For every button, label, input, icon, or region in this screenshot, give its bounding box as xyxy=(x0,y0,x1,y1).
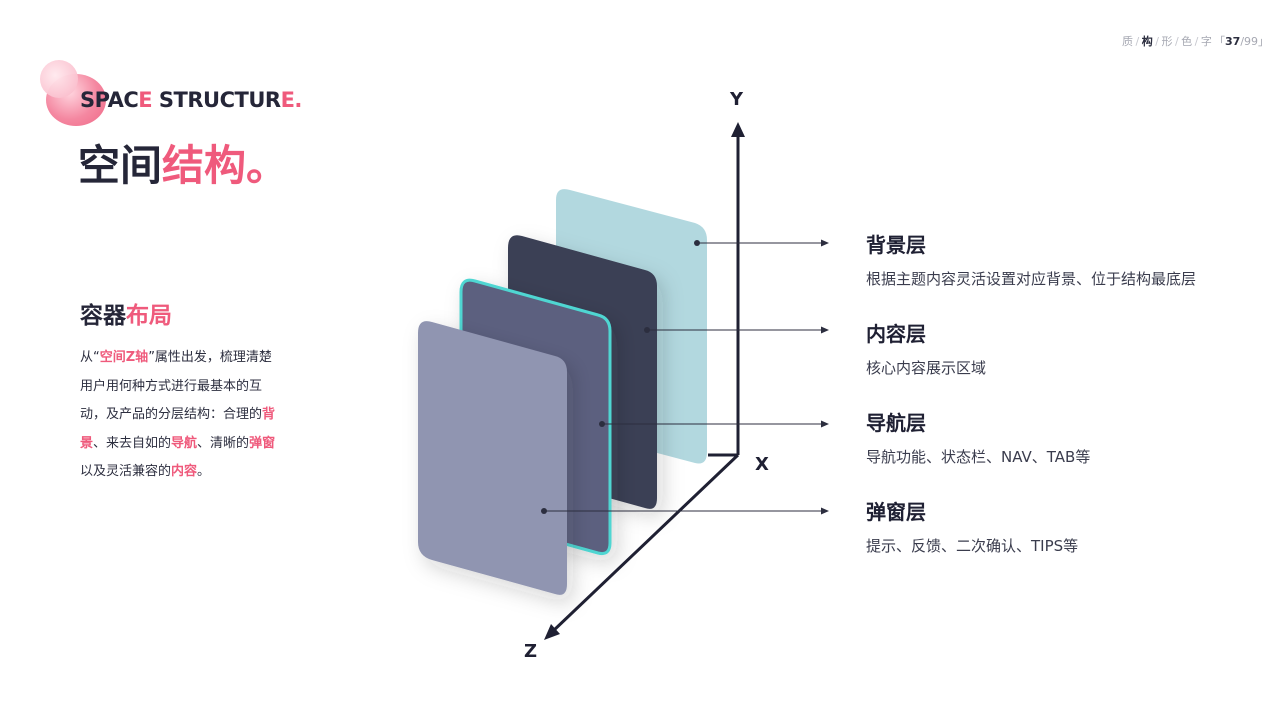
layer-title: 导航层 xyxy=(866,411,926,435)
nav-item-shape[interactable]: 形 xyxy=(1161,35,1173,48)
page-indicator: 「37/99」 xyxy=(1214,33,1269,49)
leader-background-dot xyxy=(694,240,700,246)
z-axis-arrow xyxy=(544,624,560,640)
layer-title: 弹窗层 xyxy=(866,500,926,524)
english-title: SPACE STRUCTURE. xyxy=(80,88,302,112)
highlight-keyword: 导航 xyxy=(171,435,198,451)
page-sep: / xyxy=(1240,35,1245,48)
description-text: 、来去自如的 xyxy=(93,435,172,451)
layer-description: 导航功能、状态栏、NAV、TAB等 xyxy=(866,448,1091,466)
z-axis xyxy=(550,453,740,634)
layer-popup-card xyxy=(418,321,567,595)
decorative-circle-small xyxy=(40,60,78,98)
page-current: 37 xyxy=(1225,35,1241,48)
axes xyxy=(544,122,745,640)
leader-content-dot xyxy=(644,327,650,333)
description-text: ”属性出发，梳理清楚用户用何种方式进行最基本的互动，及产品的分层结构：合理的 xyxy=(80,350,272,422)
leader-background-arrow xyxy=(821,239,829,247)
leader-popup-arrow xyxy=(821,507,829,515)
layer-label-background: 背景层 根据主题内容灵活设置对应背景、位于结构最底层 xyxy=(866,229,1196,289)
section-description: 从“空间Z轴”属性出发，梳理清楚用户用何种方式进行最基本的互动，及产品的分层结构… xyxy=(80,344,280,487)
description-text: 以及灵活兼容的 xyxy=(80,464,172,479)
nav-item-structure[interactable]: 构 xyxy=(1141,35,1154,48)
leader-popup-dot xyxy=(541,508,547,514)
page-total: 99 xyxy=(1244,35,1259,48)
page-bracket-open: 「 xyxy=(1214,35,1225,48)
description-text: 。 xyxy=(197,464,211,479)
page-bracket-close: 」 xyxy=(1258,35,1270,48)
layer-label-content: 内容层 核心内容展示区域 xyxy=(866,318,986,378)
description-text: 、清晰的 xyxy=(197,435,250,451)
leader-lines xyxy=(541,239,829,515)
nav-item-color[interactable]: 色 xyxy=(1181,35,1193,48)
description-text: 从“ xyxy=(80,350,100,365)
chinese-title: 空间结构。 xyxy=(78,141,289,190)
nav-item-type[interactable]: 字 xyxy=(1200,35,1213,48)
layer-description: 提示、反馈、二次确认、TIPS等 xyxy=(866,537,1079,555)
highlight-keyword: 内容 xyxy=(171,464,198,479)
layer-label-popup: 弹窗层 提示、反馈、二次确认、TIPS等 xyxy=(866,496,1078,556)
highlight-keyword: 背景 xyxy=(80,407,276,451)
nav-item-quality[interactable]: 质 xyxy=(1122,35,1134,48)
y-axis-label: Y xyxy=(730,89,744,110)
layer-title: 内容层 xyxy=(866,322,926,346)
highlight-keyword: 空间Z轴 xyxy=(99,350,149,365)
section-title: 容器布局 xyxy=(80,303,172,329)
y-axis-arrow xyxy=(731,122,745,137)
layer-description: 核心内容展示区域 xyxy=(866,359,987,377)
layer-description: 根据主题内容灵活设置对应背景、位于结构最底层 xyxy=(866,270,1197,288)
leader-nav-arrow xyxy=(821,420,829,428)
z-axis-label: Z xyxy=(524,641,538,662)
layer-label-nav: 导航层 导航功能、状态栏、NAV、TAB等 xyxy=(866,407,1090,467)
leader-nav-dot xyxy=(599,421,605,427)
section-nav: 质/构/形/色/字 xyxy=(1122,35,1213,48)
layer-title: 背景层 xyxy=(866,233,926,257)
leader-content-arrow xyxy=(821,326,829,334)
x-axis-label: X xyxy=(755,454,769,475)
highlight-keyword: 弹窗 xyxy=(249,435,276,451)
